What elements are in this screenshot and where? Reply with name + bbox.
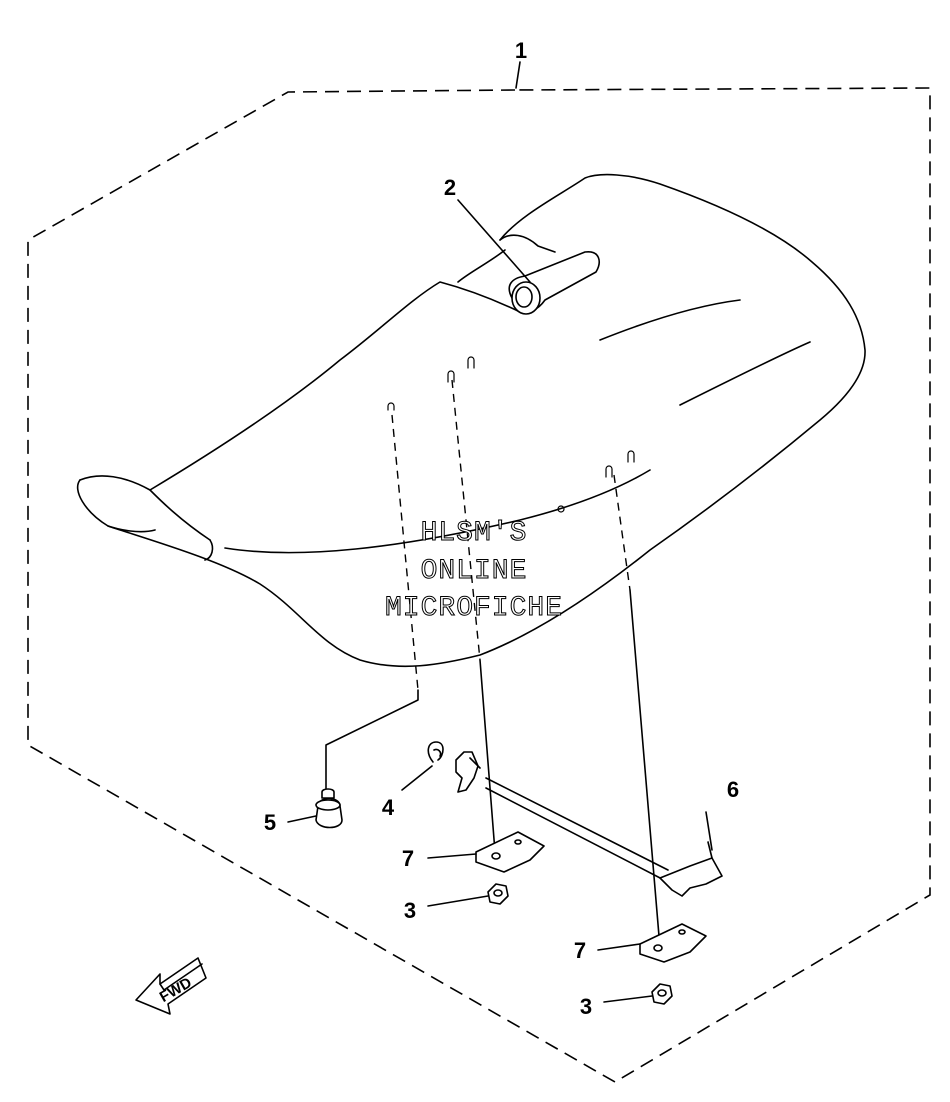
seat-strap: 2 <box>444 175 600 315</box>
callout-2: 2 <box>444 175 456 200</box>
watermark-line-3: MICROFICHE <box>385 593 563 624</box>
assembly-callout: 1 <box>515 38 527 89</box>
bracket-part-upper: 7 <box>402 831 545 873</box>
watermark: HLSM'S ONLINE MICROFICHE <box>384 518 563 625</box>
forward-arrow-icon: FWD <box>135 957 207 1015</box>
watermark-line-2: ONLINE <box>421 556 528 587</box>
callout-1: 1 <box>515 38 527 63</box>
callout-7-lower: 7 <box>574 938 586 963</box>
callout-6: 6 <box>727 777 739 802</box>
bracket-part-lower: 7 <box>574 923 707 963</box>
callout-3-lower: 3 <box>580 994 592 1019</box>
seat <box>76 173 866 668</box>
nut-part-upper: 3 <box>404 883 509 923</box>
callout-5: 5 <box>264 810 276 835</box>
callout-7-upper: 7 <box>402 846 414 871</box>
assembly-boundary <box>27 87 931 1083</box>
callout-3-upper: 3 <box>404 898 416 923</box>
nut-part-lower: 3 <box>580 983 673 1019</box>
watermark-line-1: HLSM'S <box>421 518 528 549</box>
installation-lines <box>387 356 661 949</box>
damper-part: 5 <box>264 689 419 835</box>
spring-part: 4 <box>382 741 444 820</box>
seat-lock-part: 6 <box>455 751 739 897</box>
callout-4: 4 <box>382 795 395 820</box>
